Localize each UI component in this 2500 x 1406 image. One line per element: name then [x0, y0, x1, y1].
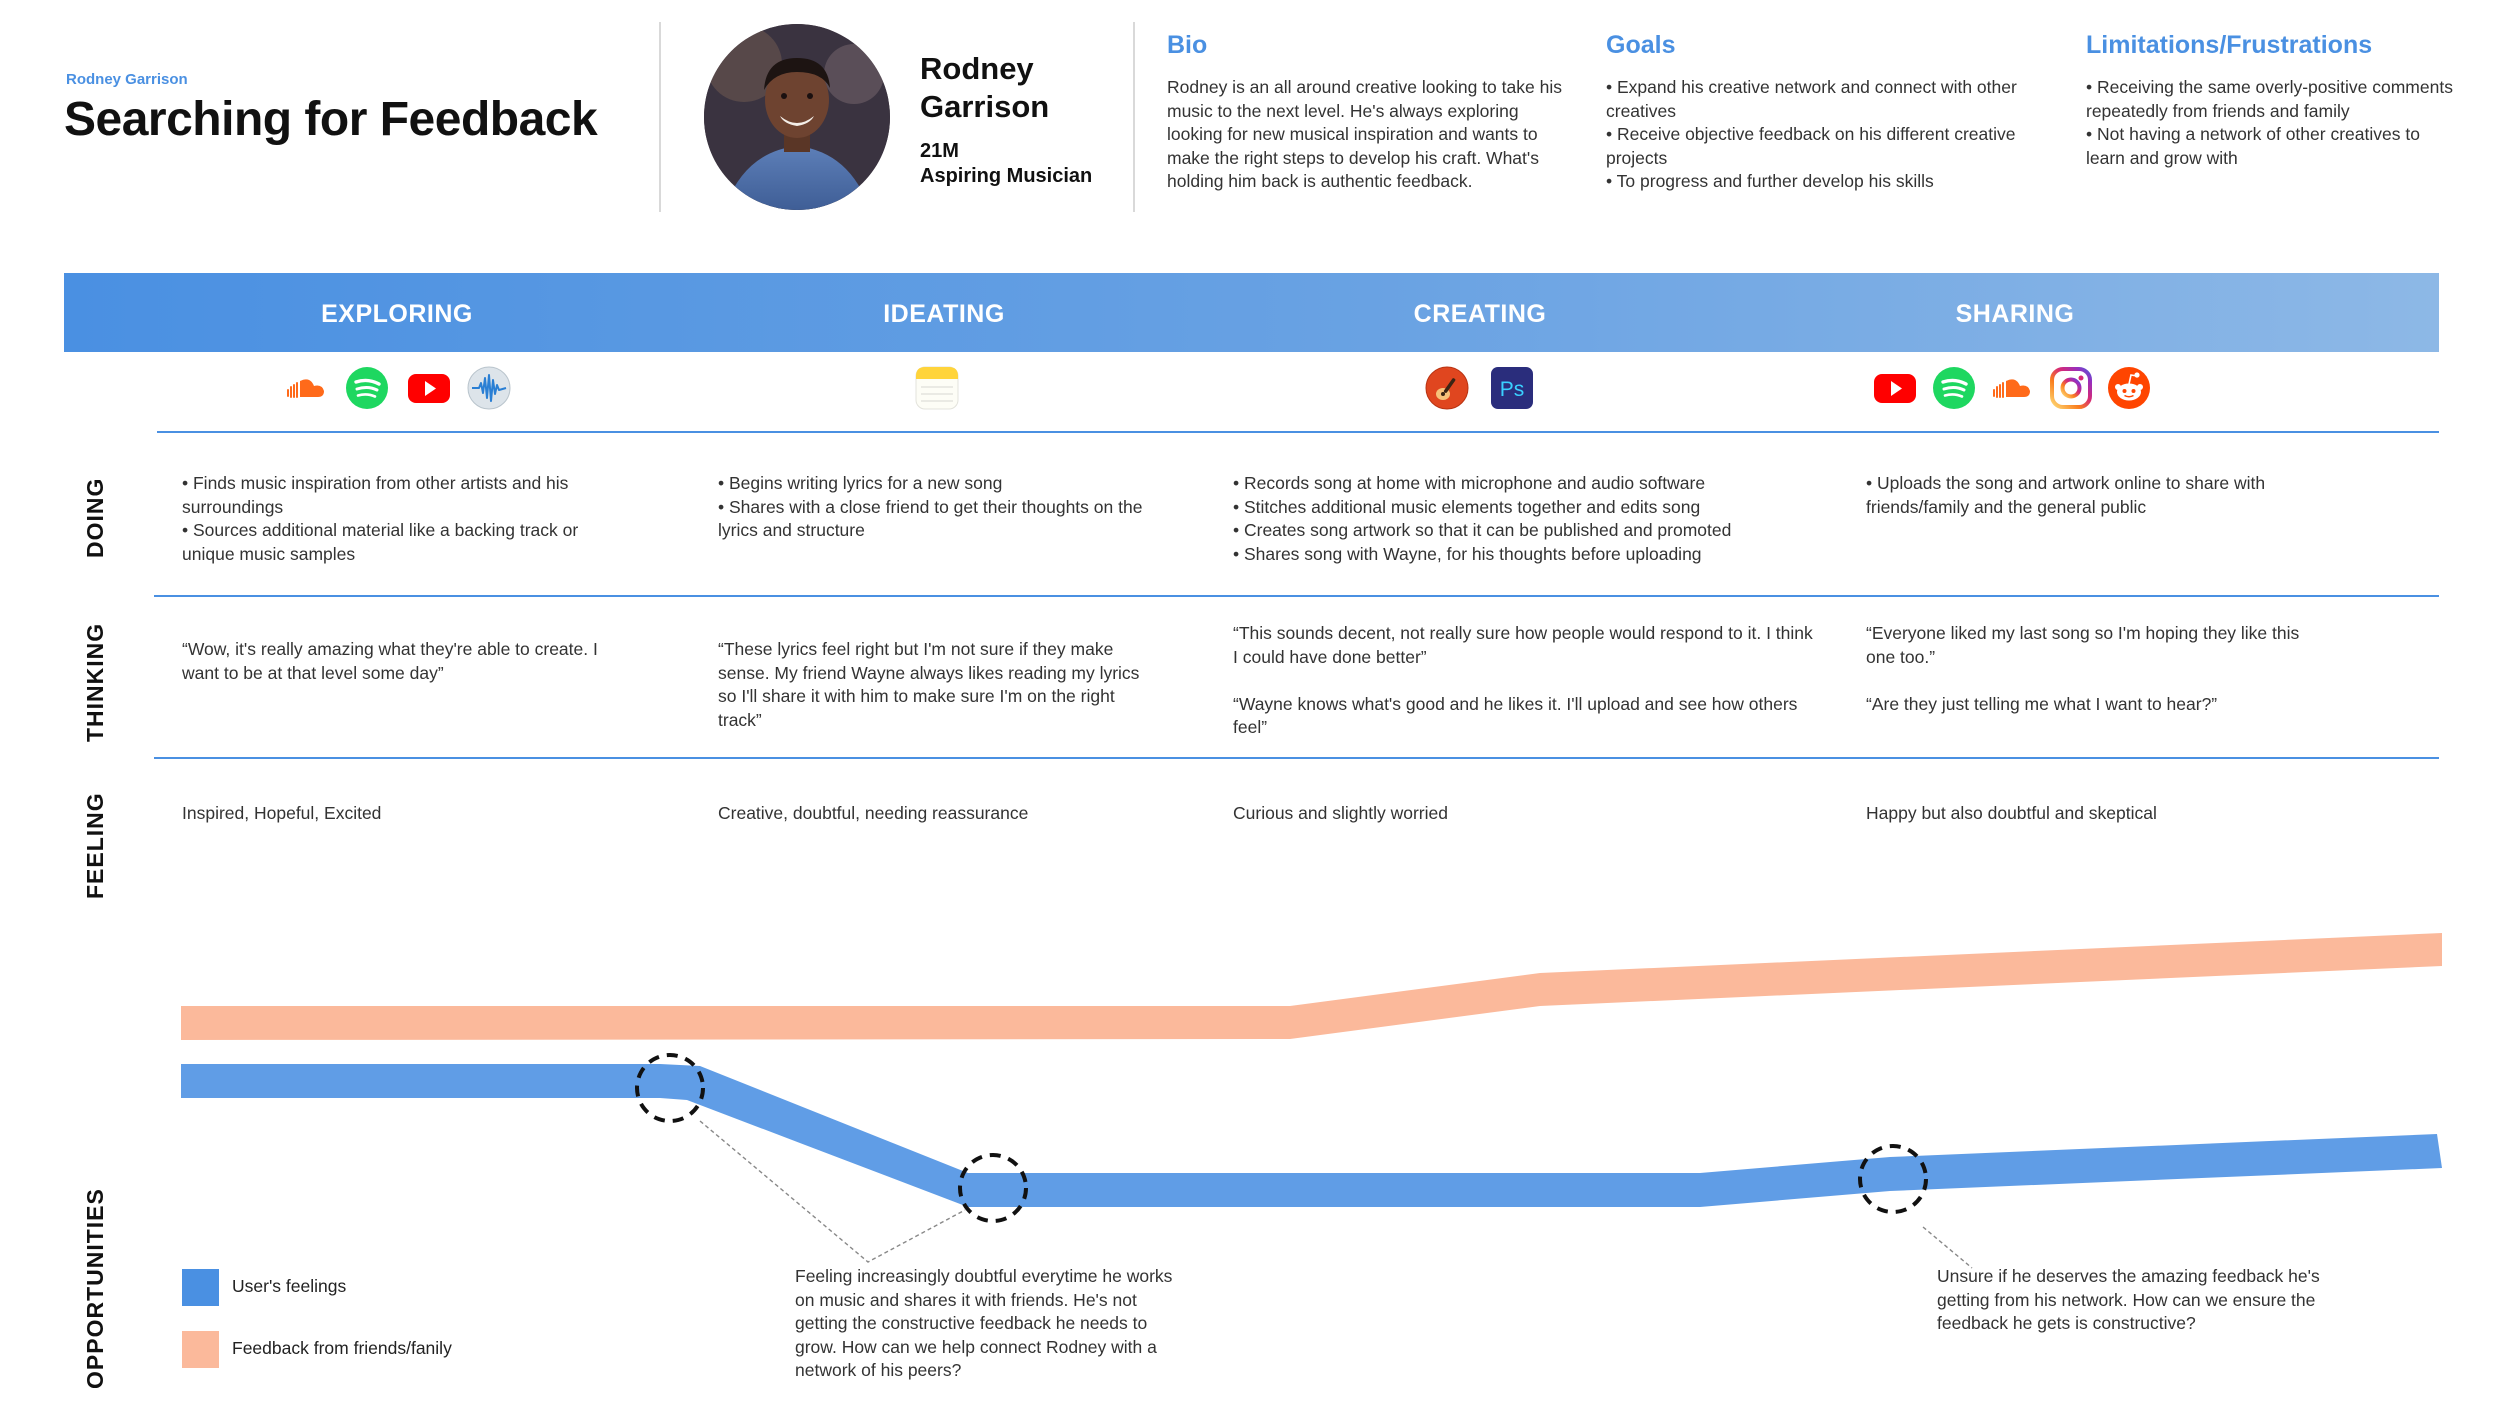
goal-item: • To progress and further develop his sk… — [1606, 171, 1934, 191]
moment-marker — [958, 1153, 1028, 1223]
phase-creating: CREATING — [1413, 300, 1547, 328]
thinking-cell-exploring: “Wow, it's really amazing what they're a… — [182, 638, 622, 685]
doing-cell-ideating: • Begins writing lyrics for a new song •… — [718, 472, 1158, 543]
photoshop-icon: Ps — [1490, 366, 1534, 410]
thought: “Wayne knows what's good and he likes it… — [1233, 693, 1798, 738]
doing-cell-creating: • Records song at home with microphone a… — [1233, 472, 1793, 566]
goal-item: • Receive objective feedback on his diff… — [1606, 124, 2016, 168]
legend-swatch-user — [182, 1269, 219, 1306]
opportunity-note: Feeling increasingly doubtful everytime … — [795, 1266, 1173, 1380]
header-divider — [659, 22, 661, 212]
opportunity-note: Unsure if he deserves the amazing feedba… — [1937, 1266, 2320, 1333]
feedback-line — [181, 933, 2442, 1040]
doing-item: • Begins writing lyrics for a new song — [718, 473, 1003, 493]
annotation-leader — [1922, 1226, 1973, 1269]
limitation-item: • Receiving the same overly-positive com… — [2086, 77, 2453, 121]
thought: “These lyrics feel right but I'm not sur… — [718, 639, 1140, 730]
user-feelings-line — [181, 1064, 2442, 1207]
legend-swatch-feedback — [182, 1331, 219, 1368]
thinking-cell-sharing: “Everyone liked my last song so I'm hopi… — [1866, 622, 2306, 716]
phase-banner — [64, 273, 2439, 352]
limitations-heading: Limitations/Frustrations — [2086, 31, 2373, 59]
thinking-cell-creating: “This sounds decent, not really sure how… — [1233, 622, 1813, 740]
doing-item: • Creates song artwork so that it can be… — [1233, 520, 1732, 540]
garageband-icon — [1425, 366, 1469, 410]
thought: “Wow, it's really amazing what they're a… — [182, 639, 598, 683]
doing-item: • Records song at home with microphone a… — [1233, 473, 1706, 493]
bio-text: Rodney is an all around creative looking… — [1167, 77, 1562, 191]
feeling-cell-sharing: Happy but also doubtful and skeptical — [1866, 803, 2157, 823]
spotify-icon — [345, 366, 389, 410]
limitations-list: • Receiving the same overly-positive com… — [2086, 76, 2456, 170]
persona-label: Rodney Garrison — [66, 71, 188, 88]
thought: “This sounds decent, not really sure how… — [1233, 623, 1813, 667]
doing-cell-exploring: • Finds music inspiration from other art… — [182, 472, 622, 566]
goals-heading: Goals — [1606, 31, 1676, 59]
annotation-leader — [699, 1120, 966, 1263]
thought: “Everyone liked my last song so I'm hopi… — [1866, 623, 2300, 667]
soundcloud-icon — [1990, 366, 2034, 410]
doing-cell-sharing: • Uploads the song and artwork online to… — [1866, 472, 2306, 519]
profile-divider — [1133, 22, 1135, 212]
reddit-icon — [2107, 366, 2151, 410]
audio-waveform-app-icon — [467, 366, 511, 410]
doing-item: • Shares song with Wayne, for his though… — [1233, 543, 1702, 564]
doing-item: • Sources additional material like a bac… — [182, 520, 579, 564]
legend-label-feedback: Feedback from friends/fanily — [232, 1338, 452, 1358]
bio-heading: Bio — [1167, 31, 1208, 59]
feeling-cell-exploring: Inspired, Hopeful, Excited — [182, 803, 382, 823]
row-divider — [154, 595, 2439, 597]
page-title: Searching for Feedback — [64, 93, 598, 146]
limitation-item: • Not having a network of other creative… — [2086, 124, 2420, 168]
youtube-icon — [407, 366, 451, 410]
profile-age: 21M — [920, 140, 959, 162]
moment-marker — [1858, 1144, 1928, 1214]
youtube-icon — [1873, 366, 1917, 410]
goal-item: • Expand his creative network and connec… — [1606, 77, 2017, 121]
feeling-cell-creating: Curious and slightly worried — [1233, 803, 1448, 823]
phase-exploring: EXPLORING — [321, 300, 473, 328]
thought: “Are they just telling me what I want to… — [1866, 693, 2218, 714]
row-divider — [154, 757, 2439, 759]
profile-role: Aspiring Musician — [920, 165, 1093, 187]
svg-text:Ps: Ps — [1500, 378, 1525, 401]
doing-item: • Stitches additional music elements tog… — [1233, 496, 1701, 517]
moment-marker — [635, 1053, 705, 1123]
phase-ideating: IDEATING — [883, 300, 1005, 328]
doing-item: • Shares with a close friend to get thei… — [718, 496, 1143, 541]
soundcloud-icon — [284, 366, 328, 410]
row-divider — [157, 431, 2439, 433]
goals-list: • Expand his creative network and connec… — [1606, 76, 2056, 194]
notes-app-icon — [915, 366, 959, 410]
legend-label-user: User's feelings — [232, 1276, 347, 1296]
doing-item: • Uploads the song and artwork online to… — [1866, 473, 2266, 517]
feeling-cell-ideating: Creative, doubtful, needing reassurance — [718, 803, 1029, 823]
avatar — [704, 24, 890, 210]
instagram-icon — [2049, 366, 2093, 410]
phase-sharing: SHARING — [1955, 300, 2075, 328]
person-photo-icon — [704, 24, 890, 210]
profile-name: Rodney Garrison — [920, 51, 1050, 124]
thinking-cell-ideating: “These lyrics feel right but I'm not sur… — [718, 638, 1158, 732]
doing-item: • Finds music inspiration from other art… — [182, 473, 569, 517]
spotify-icon — [1932, 366, 1976, 410]
